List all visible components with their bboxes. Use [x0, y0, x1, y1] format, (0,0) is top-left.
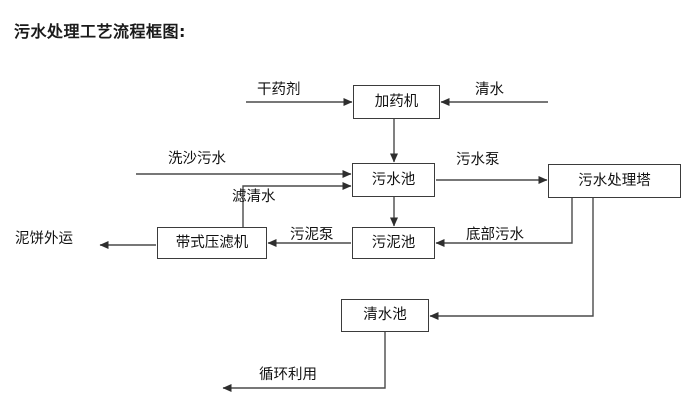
edge-label-mud-cake-outbound: 泥饼外运 [15, 231, 73, 247]
node-sludge-pool[interactable]: 污泥池 [352, 227, 435, 259]
edge-label-bottom-sewage: 底部污水 [466, 227, 524, 243]
edge-label-sewage-pump: 污水泵 [456, 152, 500, 168]
node-label: 加药机 [374, 93, 419, 110]
edge-label-filtered-water: 滤清水 [232, 189, 276, 205]
node-label: 污泥池 [371, 234, 416, 251]
node-label: 带式压滤机 [175, 234, 249, 251]
page-title: 污水处理工艺流程框图: [14, 22, 186, 41]
node-sewage-pool[interactable]: 污水池 [352, 163, 435, 197]
edge-label-recycle-reuse: 循环利用 [259, 367, 317, 383]
wire-clear-water-pool-to-recycle [222, 332, 386, 392]
edge-label-clean-water: 清水 [475, 82, 504, 98]
node-belt-filter-press[interactable]: 带式压滤机 [157, 227, 267, 259]
edge-label-sludge-pump: 污泥泵 [290, 227, 334, 243]
node-label: 清水池 [363, 307, 407, 324]
node-clear-water-pool[interactable]: 清水池 [341, 299, 429, 332]
edge-label-sand-wash-sewage: 洗沙污水 [168, 151, 226, 167]
wire-filtered-water-to-sewage-pool [242, 182, 352, 227]
wire-tower-to-clear-water-pool [429, 198, 594, 320]
node-dosing-machine[interactable]: 加药机 [353, 85, 440, 119]
node-sewage-treatment-tower[interactable]: 污水处理塔 [548, 164, 681, 198]
edge-label-dry-chemical: 干药剂 [257, 82, 301, 98]
wire-tower-to-sludge-pool [435, 198, 573, 247]
node-label: 污水池 [371, 171, 416, 188]
node-label: 污水处理塔 [578, 172, 651, 189]
